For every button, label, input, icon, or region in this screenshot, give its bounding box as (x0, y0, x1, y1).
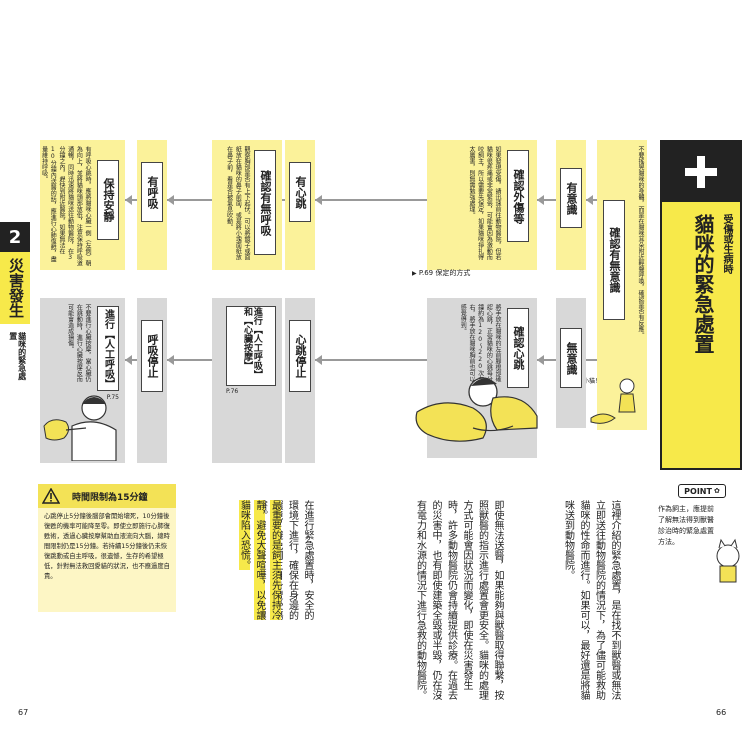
cpr-label: 進行【人工呼吸】和【心臟按摩】 (226, 306, 276, 386)
rescue-breath-label: 進行【人工呼吸】 (97, 306, 119, 391)
check-consciousness-desc: 不要搖晃貓咪的身體，而是在貓咪耳朵附近輕聲呼喚，確認是否有反應。 (637, 146, 644, 338)
no-breathing-label: 呼吸停止 (141, 320, 163, 392)
check-breathing-label: 確認有無呼吸 (254, 150, 276, 255)
chapter-title: 災害發生 (0, 252, 30, 324)
check-injury-desc: 如果發現受傷，請迅速前往動物醫院，但若貓咪很疼痛或非常緊張，可能會因為激動而咬飼… (467, 146, 501, 260)
rescue-breath-ref[interactable]: P.75 (106, 394, 119, 401)
title-sub: 受傷或生病時 (721, 214, 732, 274)
point-text: 作為飼主，應提前了解無法得到獸醫診治時的緊急處置方法。 (658, 505, 714, 546)
restraint-ref[interactable]: ▶ P.69 保定的方式 (412, 268, 470, 278)
rescue-breath-box: 進行【人工呼吸】 P.75 不要進行心臟按摩，當心臟仍在跳動時，進行心臟按摩反而… (40, 298, 125, 463)
check-injury-label: 確認外傷等 (507, 150, 529, 242)
warning-header: 時間限制為15分鐘 (38, 484, 176, 508)
no-breathing-box: 呼吸停止 (137, 298, 167, 463)
right-body-p2: 即使無法送醫，如果能夠與獸醫取得聯繫，按照獸醫的指示進行處置會更安全。貓咪的處理… (412, 500, 505, 700)
chapter-number: 2 (0, 222, 30, 252)
title-main: 貓咪的緊急處置 (691, 214, 715, 354)
chapter-subtitle: 貓咪的緊急處置 (8, 332, 27, 380)
chapter-tab: 2 災害發生 貓咪的緊急處置 (0, 222, 30, 382)
check-consciousness-label: 確認有無意識 (603, 200, 625, 320)
heartbeat-check-illustration (415, 377, 538, 442)
right-body-p2-text: 即使無法送醫，如果能夠與獸醫取得聯繫，按照獸醫的指示進行處置會更安全。貓咪的處理… (414, 500, 504, 700)
unconscious-label: 無意識 (560, 328, 582, 388)
check-injury-box: 確認外傷等 如果發現受傷，請迅速前往動物醫院，但若貓咪很疼痛或非常緊張，可能會因… (427, 140, 537, 270)
left-body-p2-text: 最重要的是飼主須先保持冷靜，避免大聲喧嘩，以免讓貓咪陷入恐慌。 (238, 500, 281, 620)
point-label: POINT (684, 486, 712, 496)
cat-face-illustration (716, 538, 740, 583)
keep-calm-label: 保持安靜 (97, 160, 119, 240)
check-heartbeat-label: 確認心跳 (507, 308, 529, 388)
paw-icon: ✿ (713, 487, 720, 495)
restraint-ref-text: P.69 保定的方式 (418, 269, 471, 277)
has-heartbeat-box: 有心跳 (285, 140, 315, 270)
right-body-p1-text: 這裡介紹的緊急處置，是在找不到獸醫或無法立即送往動物醫院的情況下，為了儘可能救助… (562, 500, 621, 700)
left-body-p2: 最重要的是飼主須先保持冷靜，避免大聲喧嘩，以免讓貓咪陷入恐慌。 (236, 500, 283, 620)
person-with-cat-illustration (43, 395, 117, 461)
warning-body: 心跳停止5分鐘後腦部會開始壞死，10分鐘後復甦的機率可能降至零。即使立即施行心肺… (44, 513, 170, 581)
check-breathing-desc: 觀察胸部是否有上下起伏。可以將鏡子或面紙放在貓咪的鼻子前面，或是將小塊面紙放在鼻… (225, 146, 250, 260)
has-breathing-label: 有呼吸 (141, 162, 163, 222)
no-heartbeat-label: 心跳停止 (289, 320, 311, 392)
rescue-breath-desc: 不要進行心臟按摩，當心臟仍在跳動時，進行心臟按摩反而可能會造成損傷。 (66, 304, 91, 382)
title-block: 受傷或生病時 貓咪的緊急處置 (660, 140, 742, 470)
check-consciousness-box: 不要搖晃貓咪的身體，而是在貓咪耳朵附近輕聲呼喚，確認是否有反應。 確認有無意識 … (583, 140, 647, 430)
unconscious-box: 無意識 (556, 298, 586, 428)
conscious-box: 有意識 (556, 140, 586, 270)
warning-box: 時間限制為15分鐘 心跳停止5分鐘後腦部會開始壞死，10分鐘後復甦的機率可能降至… (38, 484, 176, 612)
check-breathing-box: 確認有無呼吸 觀察胸部是否有上下起伏。可以將鏡子或面紙放在貓咪的鼻子前面，或是將… (212, 140, 282, 270)
left-page-number: 67 (18, 708, 29, 717)
cpr-box: 進行【人工呼吸】和【心臟按摩】 P.76 (212, 298, 282, 463)
cross-icon (662, 142, 740, 202)
check-heartbeat-desc: 將手放在貓咪的左前腳根部確認心跳，正常貓咪的心跳每分鐘約為120〜220次左右，… (459, 304, 501, 382)
has-breathing-box: 有呼吸 (137, 140, 167, 270)
point-badge: POINT ✿ (678, 484, 726, 498)
warning-title: 時間限制為15分鐘 (72, 492, 148, 503)
calling-cat-illustration (590, 378, 636, 424)
keep-calm-desc: 有呼吸心跳時，應將貓咪心臟一側（左側）朝為向上，並將貓咪頭部放低，注意保持呼吸道… (40, 146, 91, 266)
right-body-p1: 這裡介紹的緊急處置，是在找不到獸醫或無法立即送往動物醫院的情況下，為了儘可能救助… (560, 500, 622, 700)
cpr-ref[interactable]: P.76 (226, 388, 239, 395)
conscious-label: 有意識 (560, 168, 582, 228)
right-page-number: 66 (716, 708, 727, 717)
keep-calm-box: 保持安靜 有呼吸心跳時，應將貓咪心臟一側（左側）朝為向上，並將貓咪頭部放低，注意… (40, 140, 125, 270)
warning-triangle-icon (42, 488, 60, 504)
point-box: POINT ✿ 作為飼主，應提前了解無法得到獸醫診治時的緊急處置方法。 (658, 484, 742, 584)
speech-bubble: 小貓！ (583, 378, 602, 385)
has-heartbeat-label: 有心跳 (289, 162, 311, 222)
check-heartbeat-box: 確認心跳 將手放在貓咪的左前腳根部確認心跳，正常貓咪的心跳每分鐘約為120〜22… (415, 298, 538, 458)
arrow-right-icon: ▶ (412, 270, 417, 277)
no-heartbeat-box: 心跳停止 (285, 298, 315, 463)
